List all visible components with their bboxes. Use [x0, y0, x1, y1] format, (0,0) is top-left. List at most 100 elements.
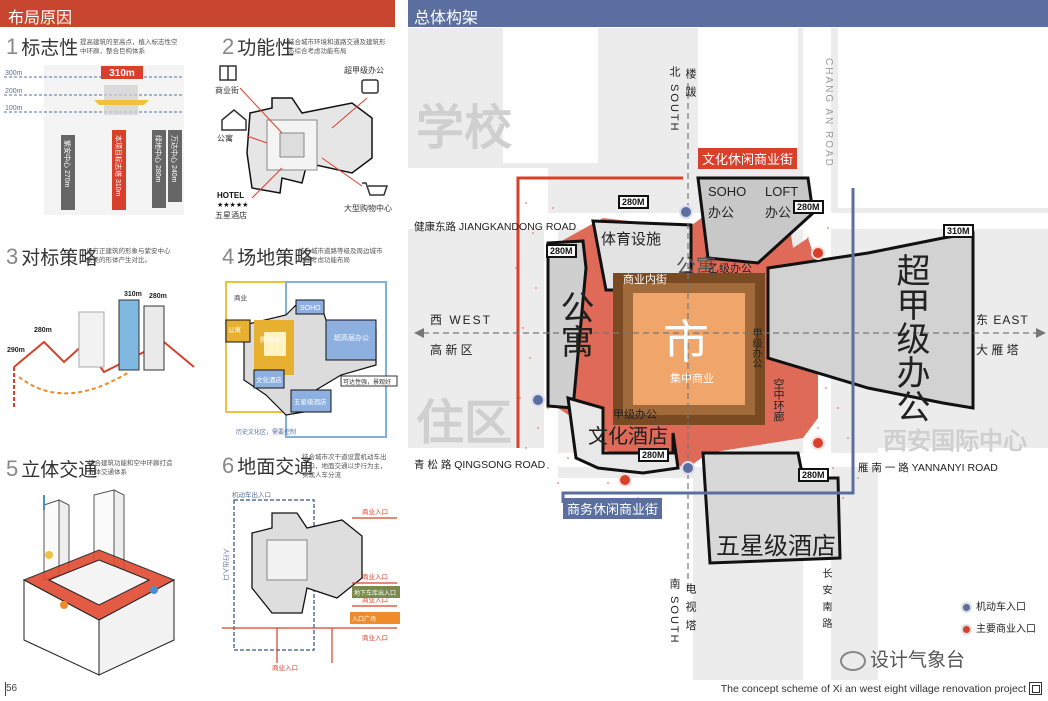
s2-label-five-star: 五星酒店 — [215, 210, 247, 220]
compass-south-sub: 电 视 塔 — [684, 583, 696, 633]
compass-east-sub: 大 雁 塔 — [976, 343, 1019, 357]
section-2-function-diagram: 商业街 公寓 超甲级办公 HOTEL ★★★★★ 五星酒店 大型购物中心 — [215, 65, 392, 220]
legend-commerce-dot — [961, 623, 972, 635]
zone-loft: LOFT — [765, 184, 799, 199]
s6-garage-entrance: 地下车库出入口 — [354, 589, 396, 597]
section-6-ground-traffic-diagram: 机动车出入口 商业入口 商业入口 商业入口 地下车库出入口 商业入口 入口广场 … — [222, 490, 400, 672]
left-header-title: 布局原因 — [8, 10, 73, 27]
tower-landmark — [112, 130, 126, 210]
legend-vehicle-dot — [961, 601, 972, 613]
s4-apt: 公寓 — [228, 325, 241, 334]
tower-lvdi — [152, 130, 166, 208]
ghost-intl-center: 西安国际中心 — [883, 428, 1027, 455]
s6-comm-entrance-1: 商业入口 — [362, 507, 388, 516]
zone-five-star-hotel: 五星级酒店 — [716, 533, 836, 560]
s2-label-street: 商业街 — [215, 85, 239, 95]
road-qingsong: 青 松 路 QINGSONG ROAD — [414, 459, 546, 471]
section-1-skyline-diagram: 300m 200m 100m 310m 紫安中心 270m 本项目标志塔 310… — [4, 65, 184, 215]
soho-loft-block — [696, 176, 815, 265]
compass-west-sub: 高 新 区 — [430, 343, 473, 357]
s4-note-history: 历史文化区，需要控制 — [236, 428, 296, 436]
cap-280-apt: 280M — [546, 244, 577, 258]
road-jiankang: 健康东路 JIANGKANDONG ROAD — [414, 221, 577, 233]
s6-plaza: 入口广场 — [352, 615, 376, 623]
zone-class-b-office: 乙级办公 — [708, 263, 752, 275]
compass-south: 南 SOUTH — [668, 578, 680, 645]
zone-loft-office: 办公 — [765, 205, 792, 220]
road-yannanyi: 雁 南 一 路 YANNANYI ROAD — [858, 462, 998, 474]
s4-culture-hotel: 文化酒店 — [256, 375, 283, 384]
master-plan: 学校 住区 西安国际中心 — [408, 28, 1048, 680]
cap-280-loft: 280M — [793, 200, 824, 214]
tower-wanda — [168, 130, 182, 202]
road-changan: CHANG AN ROAD — [823, 58, 834, 168]
compass-north-sub: 楼 跋 — [684, 68, 696, 100]
s3-height-280a: 280m — [149, 293, 167, 300]
footer-square-icon — [1029, 682, 1042, 695]
s6-vehicle-entrance: 机动车出入口 — [232, 490, 271, 499]
zone-apartment: 公寓 — [555, 290, 593, 358]
page-number: 56 — [6, 683, 18, 694]
right-header-title: 总体构架 — [414, 10, 479, 27]
compass-east: 东 EAST — [976, 313, 1029, 327]
business-street-tag: 商务休闲商业街 — [563, 498, 663, 519]
zone-soho: SOHO — [708, 184, 747, 199]
zone-culture-hotel: 文化酒店 — [588, 426, 668, 448]
zone-sports: 体育设施 — [601, 231, 662, 248]
level-100-label: 100m — [5, 105, 23, 112]
market-core — [633, 293, 745, 405]
s6-comm-entrance-3: 商业入口 — [362, 595, 388, 604]
wechat-icon — [840, 650, 866, 671]
s6-comm-entrance-4: 商业入口 — [362, 633, 388, 642]
ghost-school: 学校 — [416, 102, 513, 155]
zone-apartment-top: 公寓 — [676, 256, 716, 278]
s2-label-mall: 大型购物中心 — [344, 203, 392, 213]
tower-ziaan-label: 紫安中心 270m — [63, 140, 72, 188]
zone-class-a-office: 甲级办公 — [613, 409, 657, 421]
zone-center-commerce: 集中商业 — [670, 373, 714, 385]
briefcase-icon — [361, 79, 379, 94]
s2-label-apt: 公寓 — [217, 133, 233, 143]
level-300-label: 300m — [5, 70, 23, 77]
s2-label-hotel: HOTEL — [217, 191, 244, 200]
s6-comm-entrance-5: 商业入口 — [272, 663, 298, 672]
s4-super-office: 超高层办公 — [334, 333, 369, 342]
level-200-label: 200m — [5, 88, 23, 95]
section-5-3d-traffic-diagram — [22, 489, 176, 676]
zone-soho-office: 办公 — [708, 205, 735, 220]
compass-north: 北 SOUTH — [668, 66, 680, 133]
culture-street-tag: 文化休闲商业街 — [698, 148, 798, 169]
highlight-310-label: 310m — [109, 68, 135, 79]
house-icon — [221, 109, 247, 131]
footer-caption: The concept scheme of Xi an west eight v… — [720, 683, 1026, 695]
legend-vehicle: 机动车入口 — [961, 598, 1026, 613]
zone-sky-corridor: 空中环廊 — [772, 378, 784, 422]
site-massing — [414, 83, 1046, 588]
s4-five-star: 五星级酒店 — [294, 397, 327, 406]
zone-super-office: 超甲级办公 — [891, 253, 929, 423]
section-6-desc: 结合城市次干道设置机动车出入口，地面交通以步行为主，实现人车分流 — [302, 454, 387, 479]
s2-label-office: 超甲级办公 — [344, 65, 384, 75]
page-divider — [5, 682, 6, 696]
right-header-bar: 总体构架 — [408, 0, 1048, 27]
ghost-residential: 住区 — [416, 397, 513, 450]
zone-class-a-office-2: 甲级办公 — [750, 328, 761, 368]
s4-note-view: 可达性强，景观好 — [343, 378, 391, 386]
section-3-desc: 以方正建筑的形象与紫安中心柔美的形体产生对比。 — [86, 248, 171, 264]
section-4-site-diagram: SOHO 超高层办公 购物中心 文化酒店 五星级酒店 公寓 商业 可达性强，景观… — [225, 281, 398, 438]
cap-280-hotel: 280M — [638, 448, 669, 462]
cap-310-office: 310M — [943, 224, 974, 238]
zone-inner-street: 商业内街 — [623, 274, 667, 286]
super-office-block — [766, 231, 975, 410]
section-2-desc: 结合城市环境和道路交通及建筑形态综合考虑功能布局 — [288, 39, 386, 55]
cart-icon — [362, 182, 389, 196]
apartment-block — [546, 239, 588, 410]
s6-pedestrian: 人行出入口 — [222, 548, 231, 581]
section-4-desc: 结合城市道路等级及周边城市功能考虑功能布局 — [298, 248, 383, 264]
tower-lvdi-label: 绿地中心 280m — [154, 135, 163, 183]
